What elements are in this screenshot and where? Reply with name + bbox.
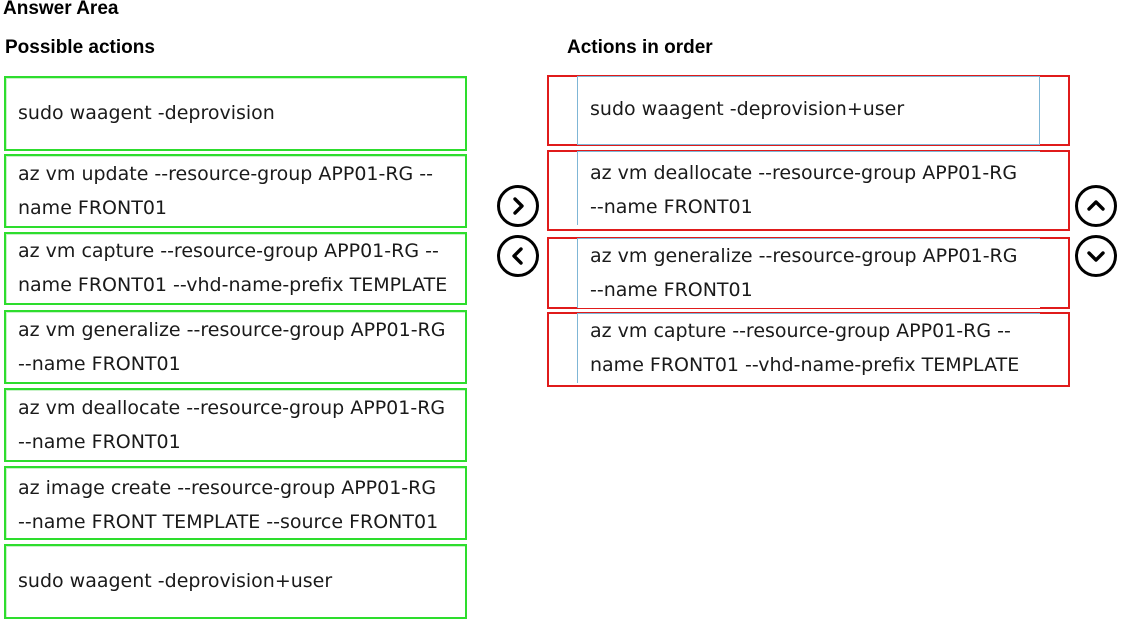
order-item[interactable]: az vm generalize --resource-group APP01-… (577, 238, 1040, 308)
chevron-left-icon (512, 247, 523, 265)
possible-action-item[interactable]: sudo waagent -deprovision+user (4, 544, 467, 619)
order-slot: az vm capture --resource-group APP01-RG … (547, 312, 1070, 387)
actions-in-order-heading: Actions in order (567, 37, 713, 58)
move-right-button[interactable] (497, 185, 539, 227)
possible-action-item[interactable]: az vm capture --resource-group APP01-RG … (4, 232, 467, 305)
order-item[interactable]: az vm deallocate --resource-group APP01-… (577, 151, 1040, 225)
order-slot: az vm deallocate --resource-group APP01-… (547, 150, 1070, 231)
order-item[interactable]: az vm capture --resource-group APP01-RG … (577, 313, 1040, 383)
possible-action-label: az vm capture --resource-group APP01-RG … (18, 240, 448, 296)
possible-action-item[interactable]: az image create --resource-group APP01-R… (4, 466, 467, 540)
possible-actions-heading: Possible actions (5, 37, 155, 58)
move-left-button[interactable] (497, 235, 539, 277)
possible-action-label: sudo waagent -deprovision (18, 102, 275, 124)
chevron-up-icon (1087, 200, 1105, 211)
move-down-button[interactable] (1075, 235, 1117, 277)
order-item-label: az vm deallocate --resource-group APP01-… (590, 162, 1018, 218)
order-item-label: az vm generalize --resource-group APP01-… (590, 245, 1018, 301)
possible-action-label: az vm deallocate --resource-group APP01-… (18, 397, 446, 453)
possible-action-label: sudo waagent -deprovision+user (18, 570, 333, 592)
possible-action-item[interactable]: az vm deallocate --resource-group APP01-… (4, 388, 467, 462)
chevron-down-icon (1087, 251, 1105, 262)
chevron-right-icon (513, 197, 524, 215)
answer-area-title: Answer Area (3, 0, 119, 19)
order-slot: sudo waagent -deprovision+user (547, 75, 1070, 146)
possible-action-label: az vm generalize --resource-group APP01-… (18, 319, 446, 375)
order-item[interactable]: sudo waagent -deprovision+user (577, 76, 1040, 145)
order-item-label: sudo waagent -deprovision+user (590, 98, 905, 120)
possible-action-label: az vm update --resource-group APP01-RG -… (18, 163, 434, 219)
move-up-button[interactable] (1075, 185, 1117, 227)
order-item-label: az vm capture --resource-group APP01-RG … (590, 320, 1020, 376)
possible-action-item[interactable]: sudo waagent -deprovision (4, 76, 467, 151)
order-slot: az vm generalize --resource-group APP01-… (547, 237, 1070, 309)
possible-action-item[interactable]: az vm generalize --resource-group APP01-… (4, 310, 467, 384)
possible-action-label: az image create --resource-group APP01-R… (18, 477, 439, 533)
possible-action-item[interactable]: az vm update --resource-group APP01-RG -… (4, 154, 467, 228)
